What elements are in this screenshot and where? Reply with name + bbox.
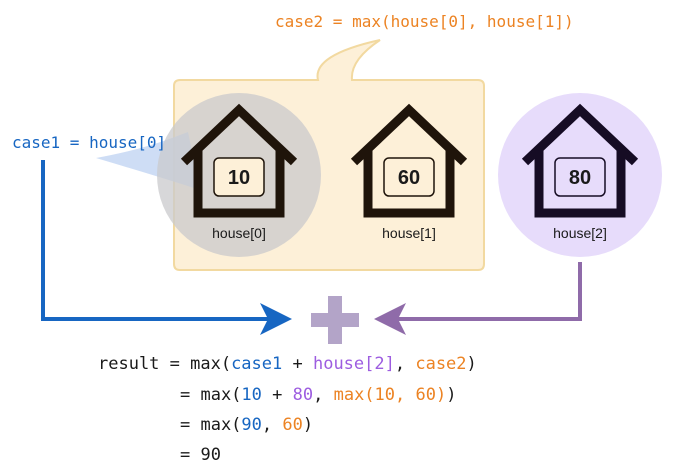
- house2-label: house[2]: [553, 225, 607, 241]
- house-icon: [350, 103, 468, 166]
- house-icon: [363, 150, 455, 218]
- case1-arrow: [41, 160, 292, 335]
- plus-icon: [311, 296, 359, 344]
- result-line-3: = max(90, 60): [180, 415, 313, 435]
- house1-label: house[1]: [382, 225, 436, 241]
- house-icon: [180, 103, 298, 166]
- house0-label: house[0]: [212, 225, 266, 241]
- house-icon: [534, 150, 626, 218]
- house-value-box: [554, 157, 606, 197]
- result-line-2: = max(10 + 80, max(10, 60)): [180, 385, 456, 405]
- house-icon: [521, 103, 639, 166]
- result-line-1: result = max(case1 + house[2], case2): [98, 354, 477, 374]
- house-value-box: [383, 157, 435, 197]
- house-1: [350, 103, 468, 218]
- case2-label: case2 = max(house[0], house[1]): [275, 12, 574, 31]
- house-0: [180, 103, 298, 218]
- house0-value: 10: [228, 167, 250, 189]
- case1-label: case1 = house[0]: [12, 133, 166, 152]
- house2-value: 80: [569, 167, 591, 189]
- house1-value: 60: [398, 167, 420, 189]
- house-2: [521, 103, 639, 218]
- result-line-4: = 90: [180, 445, 221, 465]
- house2-arrow: [374, 262, 582, 335]
- house-value-box: [213, 157, 265, 197]
- house-icon: [193, 150, 285, 218]
